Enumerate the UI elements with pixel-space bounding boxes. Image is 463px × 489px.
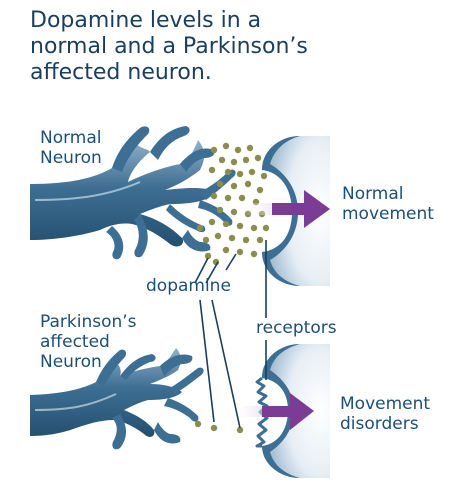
normal-neuron-label-line-2: Neuron: [40, 148, 102, 168]
normal-neuron-label-line-1: Normal: [40, 128, 102, 148]
normal-neuron-label: Normal Neuron: [40, 128, 102, 168]
normal-movement-label-line-2: movement: [342, 204, 434, 224]
parkinsons-neuron-label-line-2: affected: [40, 332, 137, 352]
normal-movement-label-line-1: Normal: [342, 184, 434, 204]
parkinsons-dopamine-dots: [195, 421, 243, 433]
parkinsons-neuron-label: Parkinson’s affected Neuron: [40, 312, 137, 372]
movement-disorders-label-line-1: Movement: [340, 394, 430, 414]
movement-disorders-label-line-2: disorders: [340, 414, 430, 434]
movement-disorders-label: Movement disorders: [340, 394, 430, 434]
parkinsons-neuron-label-line-1: Parkinson’s: [40, 312, 137, 332]
receptors-label: receptors: [256, 318, 337, 338]
parkinsons-neuron-label-line-3: Neuron: [40, 352, 137, 372]
normal-movement-label: Normal movement: [342, 184, 434, 224]
dopamine-label: dopamine: [146, 276, 231, 296]
